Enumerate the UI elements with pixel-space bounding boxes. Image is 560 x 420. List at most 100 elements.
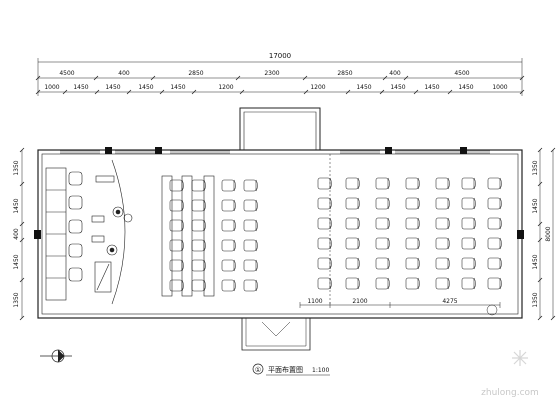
plant	[109, 247, 115, 253]
plan-number: ①	[255, 366, 261, 374]
dim-label: 1000	[44, 84, 59, 91]
chair	[487, 217, 502, 230]
chair	[375, 257, 390, 270]
chair	[461, 177, 476, 190]
chair	[317, 217, 332, 230]
chair	[345, 237, 360, 250]
dim-label: 1350	[13, 160, 20, 175]
chair	[243, 239, 258, 252]
interior-dimension-lines	[299, 154, 501, 316]
column	[155, 147, 162, 154]
chair	[435, 237, 450, 250]
plant	[106, 244, 118, 256]
chair	[191, 179, 206, 192]
dim-label: 1450	[138, 84, 153, 91]
interior-dim-label: 4275	[442, 298, 457, 305]
dim-label: 2300	[264, 70, 279, 77]
chair	[435, 257, 450, 270]
plan-title-text: 平面布置图	[268, 365, 303, 374]
column	[34, 230, 41, 239]
chair	[435, 277, 450, 290]
column	[460, 147, 467, 154]
column	[517, 230, 524, 239]
plant	[115, 209, 121, 215]
room-walls	[37, 149, 523, 319]
front-chair	[68, 195, 83, 210]
chair	[169, 199, 184, 212]
chair	[317, 257, 332, 270]
chair	[191, 279, 206, 292]
plan-scale: 1:100	[312, 367, 329, 374]
dim-label: 1450	[170, 84, 185, 91]
chair	[191, 239, 206, 252]
chair	[435, 217, 450, 230]
chair	[317, 237, 332, 250]
dim-label: 1450	[73, 84, 88, 91]
chair	[317, 197, 332, 210]
dim-label: 8000	[545, 226, 552, 241]
lectern	[94, 261, 112, 293]
plan-title: ① 平面布置图 1:100	[252, 363, 330, 376]
chair	[461, 237, 476, 250]
chair	[243, 199, 258, 212]
interior-dim-label: 2100	[352, 298, 367, 305]
front-area	[68, 159, 133, 305]
column	[385, 147, 392, 154]
chair	[243, 219, 258, 232]
front-table	[91, 215, 105, 223]
chair	[405, 177, 420, 190]
chair	[487, 177, 502, 190]
chair	[375, 217, 390, 230]
chair	[405, 217, 420, 230]
chair	[169, 279, 184, 292]
chair	[221, 219, 236, 232]
chair	[169, 259, 184, 272]
dim-label: 400	[13, 228, 20, 240]
dim-label: 2850	[337, 70, 352, 77]
chair	[461, 277, 476, 290]
dim-label: 4500	[59, 70, 74, 77]
dim-label: 1450	[105, 84, 120, 91]
desk-block-left	[161, 175, 215, 297]
dimension-chain-level2: 1000 1450 1450 1450 1450 1200 1200 1450 …	[35, 84, 525, 95]
chair	[221, 279, 236, 292]
north-arrow	[40, 349, 72, 363]
chair	[221, 239, 236, 252]
chair	[243, 279, 258, 292]
dim-label: 4500	[454, 70, 469, 77]
chair	[405, 237, 420, 250]
left-dimension-chain: 1350 1450 400 1450 1350	[13, 147, 25, 321]
chair	[487, 197, 502, 210]
chair	[375, 237, 390, 250]
dimension-chain-level1: 4500 400 2850 2300 2850 400 4500	[35, 70, 525, 81]
chair	[243, 259, 258, 272]
dim-label: 1350	[13, 292, 20, 307]
chair	[345, 277, 360, 290]
structural-columns	[34, 147, 524, 239]
chair	[191, 199, 206, 212]
chair	[435, 197, 450, 210]
chair	[317, 177, 332, 190]
dim-label: 1450	[458, 84, 473, 91]
chair	[375, 197, 390, 210]
column	[105, 147, 112, 154]
dim-label: 1450	[424, 84, 439, 91]
front-table	[91, 235, 105, 243]
entrance-vestibule	[241, 318, 311, 351]
dim-label: 1450	[356, 84, 371, 91]
left-cabinet	[45, 167, 67, 301]
chair	[405, 277, 420, 290]
dim-label: 1450	[390, 84, 405, 91]
chair	[487, 257, 502, 270]
chair	[405, 197, 420, 210]
plant	[112, 206, 124, 218]
dim-label: 1000	[492, 84, 507, 91]
top-windows	[60, 150, 490, 154]
chair	[345, 217, 360, 230]
chair	[345, 177, 360, 190]
dim-label: 2850	[188, 70, 203, 77]
overall-dimension-label: 17000	[269, 52, 291, 60]
chair	[169, 179, 184, 192]
dim-label: 1200	[310, 84, 325, 91]
